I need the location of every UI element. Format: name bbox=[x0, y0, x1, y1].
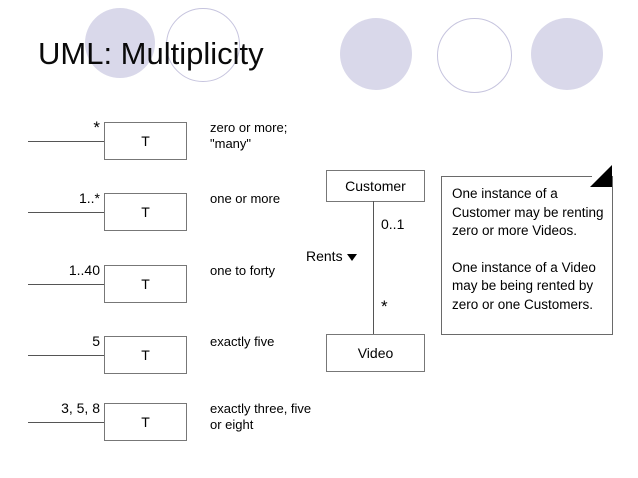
multiplicity-notation: * bbox=[93, 118, 100, 137]
multiplicity-description: one to forty bbox=[210, 263, 276, 278]
class-box: T bbox=[104, 403, 187, 441]
multiplicity-row: * T zero or more; "many" bbox=[0, 115, 330, 175]
association-line-customer-video bbox=[373, 201, 374, 334]
association-line bbox=[28, 141, 104, 142]
video-class-label: Video bbox=[357, 345, 394, 361]
circle-filled-3 bbox=[531, 18, 603, 90]
association-line bbox=[28, 284, 104, 285]
class-box: T bbox=[104, 265, 187, 303]
circle-outline-2 bbox=[437, 18, 512, 93]
multiplicity-notation: 3, 5, 8 bbox=[61, 400, 100, 416]
association-line bbox=[28, 355, 104, 356]
association-line bbox=[28, 422, 104, 423]
multiplicity-description: exactly five bbox=[210, 334, 275, 349]
customer-class-box: Customer bbox=[326, 170, 425, 202]
multiplicity-description: exactly three, five or eight bbox=[210, 401, 312, 432]
multiplicity-video-end: * bbox=[381, 297, 388, 316]
multiplicity-row: 5 T exactly five bbox=[0, 329, 330, 389]
note-text: One instance of a Customer may be rentin… bbox=[452, 185, 610, 314]
note-paragraph-2: One instance of a Video may be being ren… bbox=[452, 259, 596, 312]
class-box-label: T bbox=[141, 133, 150, 149]
association-name-group: Rents bbox=[306, 248, 357, 264]
multiplicity-notation: 5 bbox=[92, 333, 100, 349]
page-title: UML: Multiplicity bbox=[38, 36, 264, 71]
multiplicity-description: one or more bbox=[210, 191, 281, 206]
class-box-label: T bbox=[141, 204, 150, 220]
note-paragraph-spacer bbox=[452, 241, 610, 259]
multiplicity-row: 1..40 T one to forty bbox=[0, 258, 330, 318]
customer-class-label: Customer bbox=[345, 178, 406, 194]
note-paragraph-1: One instance of a Customer may be rentin… bbox=[452, 186, 604, 238]
multiplicity-row: 1..* T one or more bbox=[0, 186, 330, 246]
class-box-label: T bbox=[141, 347, 150, 363]
class-box: T bbox=[104, 122, 187, 160]
class-box: T bbox=[104, 336, 187, 374]
circle-filled-2 bbox=[340, 18, 412, 90]
circle-filled-1 bbox=[85, 8, 155, 78]
note-top-edge bbox=[442, 176, 592, 177]
multiplicity-customer-end: 0..1 bbox=[381, 216, 405, 232]
multiplicity-description: zero or more; "many" bbox=[210, 120, 288, 151]
multiplicity-notation: 1..* bbox=[78, 190, 100, 206]
triangle-down-icon bbox=[346, 253, 357, 261]
video-class-box: Video bbox=[326, 334, 425, 372]
note-fold-corner-icon bbox=[590, 165, 612, 187]
class-box-label: T bbox=[141, 414, 150, 430]
class-box: T bbox=[104, 193, 187, 231]
multiplicity-row: 3, 5, 8 T exactly three, five or eight bbox=[0, 396, 330, 456]
association-line bbox=[28, 212, 104, 213]
uml-note: One instance of a Customer may be rentin… bbox=[441, 165, 613, 335]
association-name-label: Rents bbox=[306, 248, 343, 264]
class-box-label: T bbox=[141, 276, 150, 292]
multiplicity-notation: 1..40 bbox=[68, 262, 100, 278]
circle-outline-1 bbox=[166, 8, 240, 82]
